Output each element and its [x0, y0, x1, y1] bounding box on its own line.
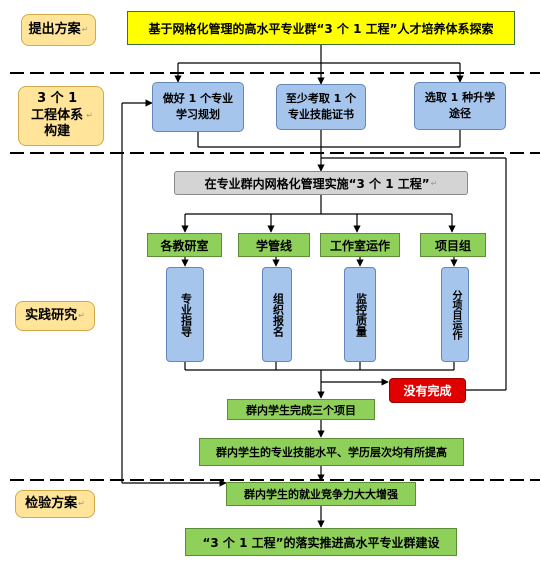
group-studio: 工作室运作: [320, 233, 400, 257]
duty-project: 分项目运作: [441, 267, 469, 362]
outcome-employability: 群内学生的就业竞争力大大增强: [226, 482, 416, 506]
duty-registration: 组织报名: [262, 267, 292, 362]
phase-propose: 提出方案↵: [21, 14, 96, 46]
outcome-projects-done: 群内学生完成三个项目: [227, 399, 375, 420]
return-mark: ↵: [430, 178, 438, 188]
group-teaching-office: 各教研室: [147, 233, 222, 257]
phase-practice: 实践研究↵: [15, 301, 95, 331]
final-result-box: “3 个 1 工程”的落实推进高水平专业群建设: [185, 528, 457, 556]
duty-guidance: 专业指导: [166, 267, 204, 362]
goal-further-study: 选取 1 种升学途径: [414, 82, 506, 130]
outcome-skills-improved: 群内学生的专业技能水平、学历层次均有所提高: [199, 438, 464, 466]
implement-box: 在专业群内网格化管理实施“3 个 1 工程”↵: [174, 171, 468, 195]
return-mark: ↵: [86, 110, 93, 120]
return-mark: ↵: [81, 24, 89, 34]
group-project-team: 项目组: [420, 233, 486, 257]
group-student-affairs: 学管线: [238, 233, 310, 257]
phase-verify: 检验方案↵: [15, 490, 95, 518]
not-done-box: 没有完成: [389, 378, 466, 403]
top-proposal-box: 基于网格化管理的高水平专业群“3 个 1 工程”人才培养体系探索: [127, 11, 515, 45]
return-mark: ↵: [78, 310, 85, 320]
duty-quality: 监控质量: [344, 267, 376, 362]
return-mark: ↵: [78, 498, 85, 508]
goal-study-plan: 做好 1 个专业学习规划: [152, 82, 244, 132]
phase-system: 3 个 1 工程体系构建↵: [18, 86, 104, 146]
goal-certificate: 至少考取 1 个专业技能证书: [276, 84, 366, 130]
